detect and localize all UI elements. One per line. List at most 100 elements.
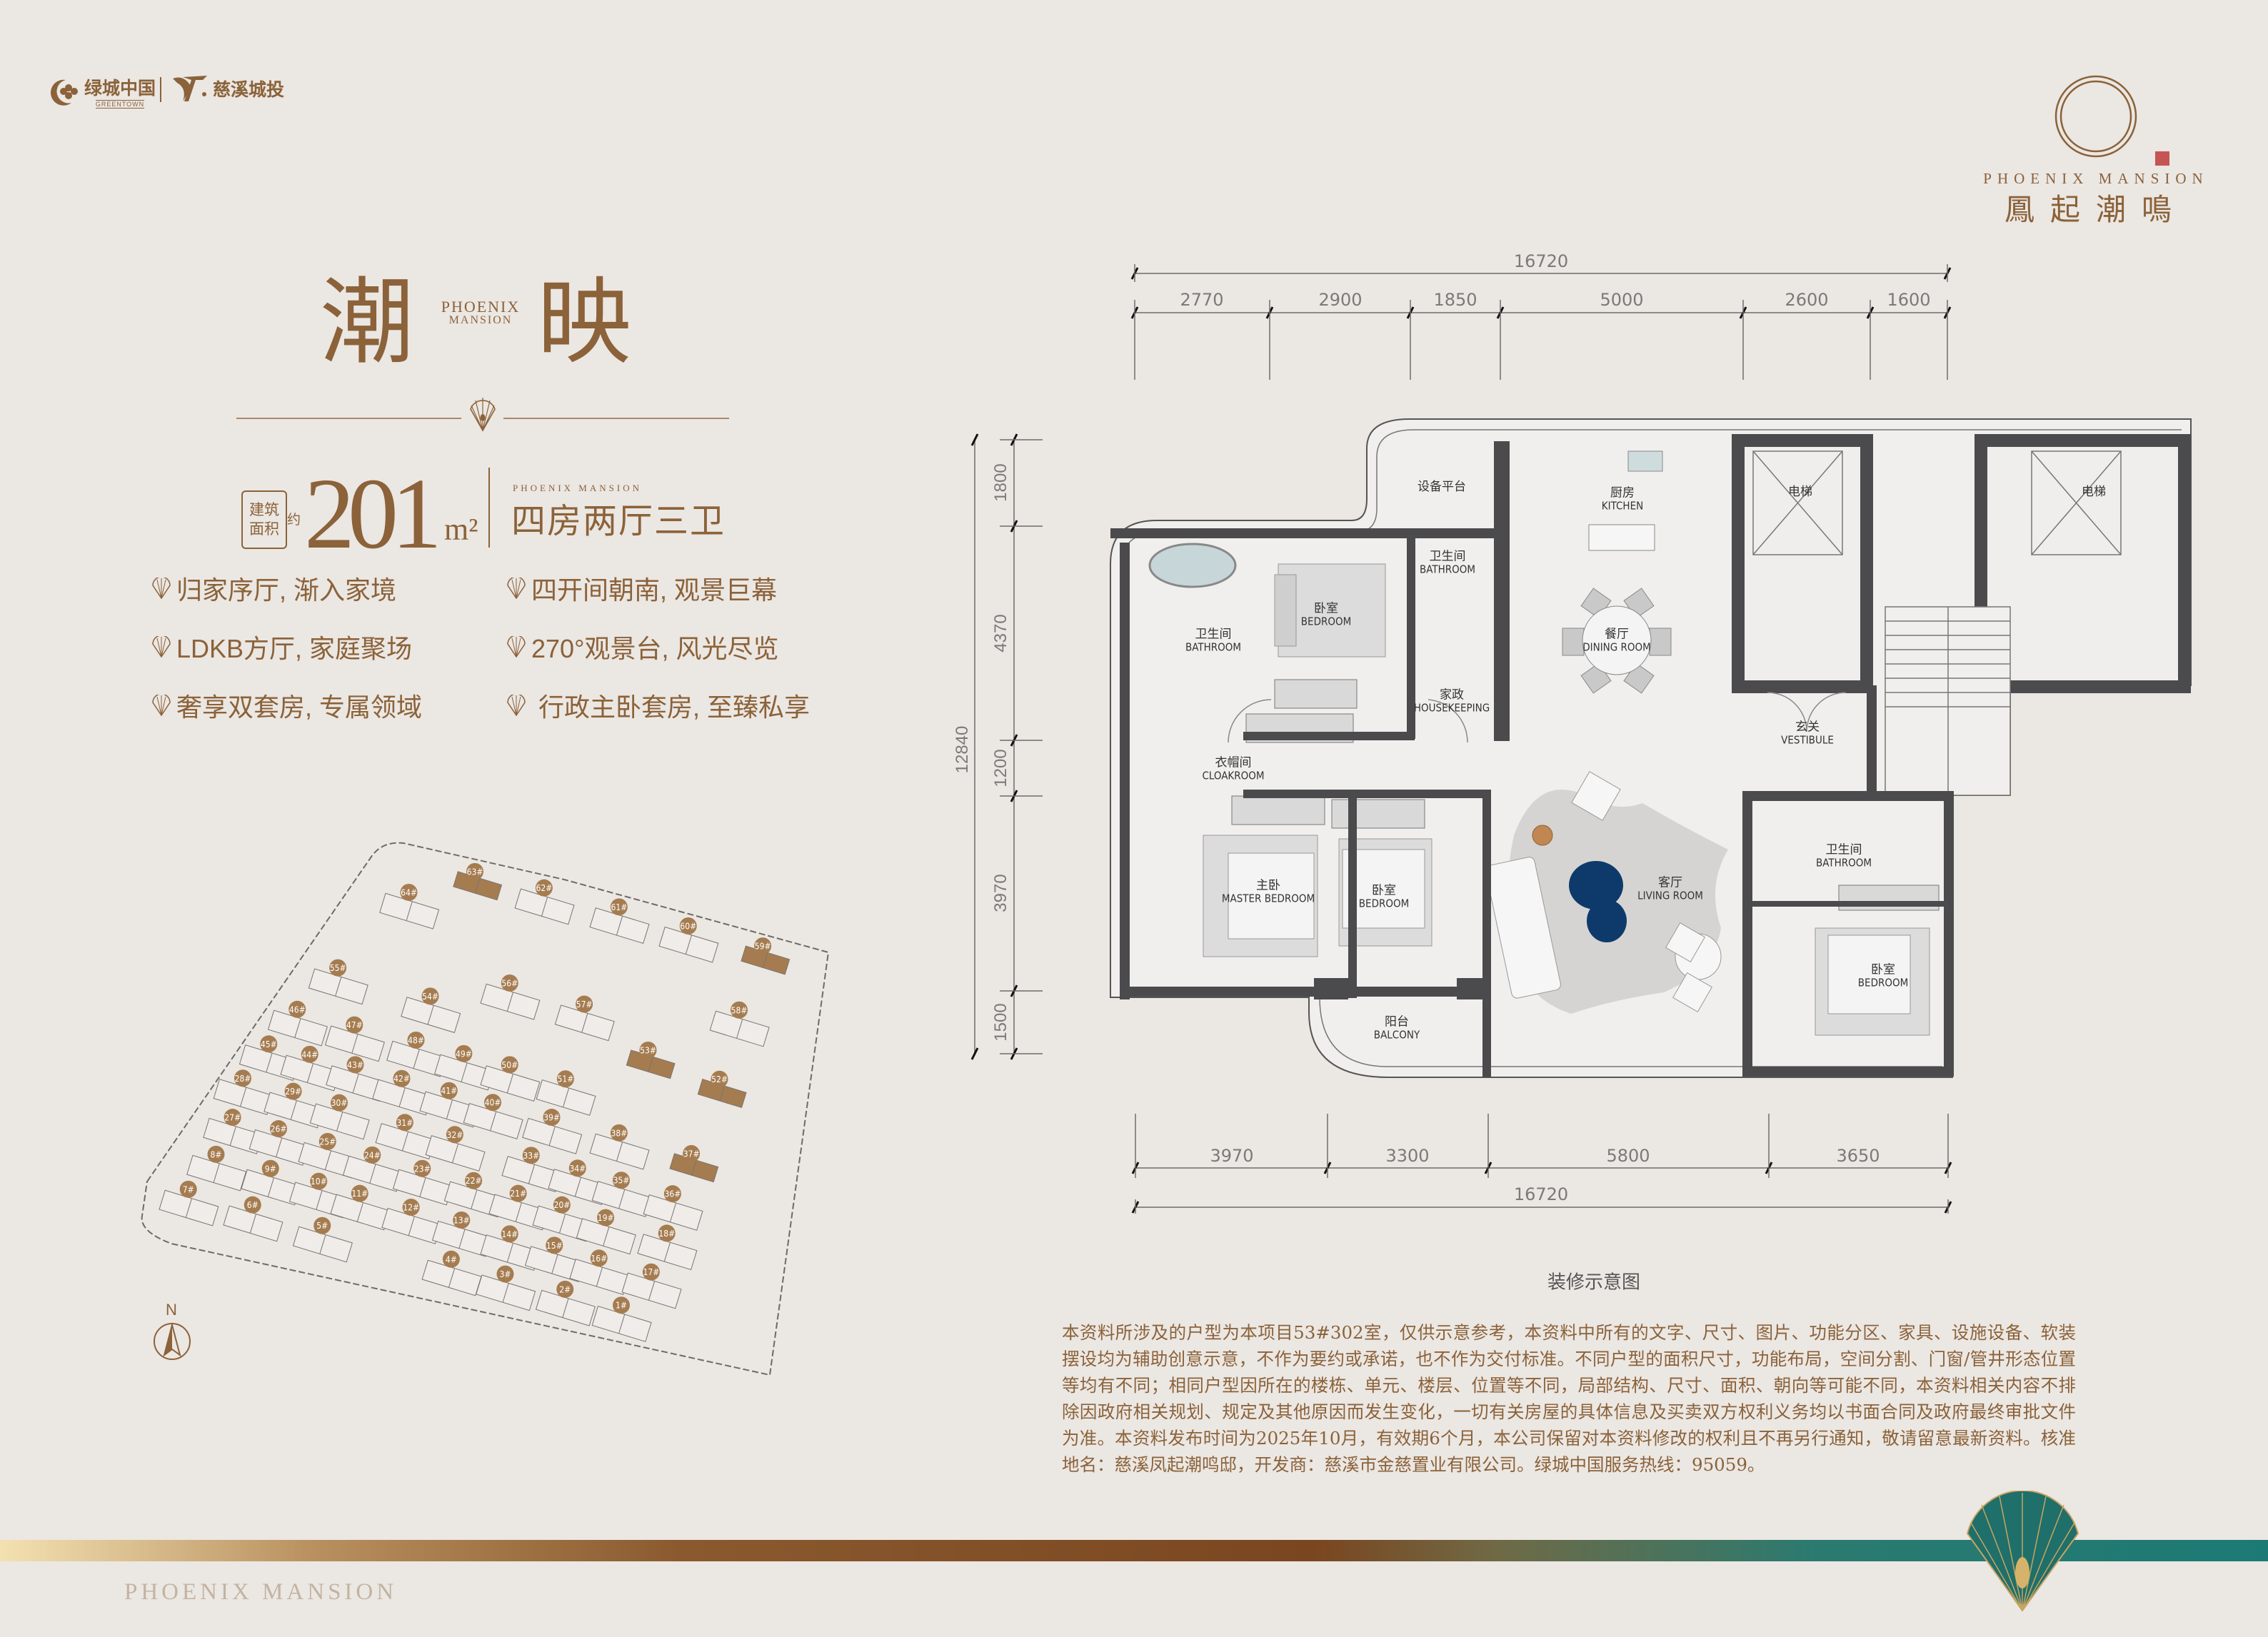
building-divider [319,1234,326,1254]
building-label-badge [556,1070,574,1088]
building-label-badge [501,974,518,992]
room-label-en: BALCONY [1373,1028,1420,1042]
dim-left: 1500 [991,1003,1010,1042]
site-building: 38# [589,1124,650,1170]
room-label-en: VESTIBULE [1781,733,1834,747]
building-divider [618,1189,626,1209]
dim-top: 1850 [1433,290,1477,310]
room-label-en: BATHROOM [1816,856,1872,870]
room-label-en: DINING ROOM [1582,640,1651,654]
site-building: 34# [548,1159,608,1205]
building-divider [369,1164,376,1184]
room-label-cn: 卧室 [1871,962,1895,977]
building-label: 31# [396,1118,413,1128]
building-label-badge [329,959,347,977]
building-divider [596,1267,603,1287]
building-divider [406,901,413,921]
site-building: 1# [591,1296,652,1342]
building-divider [562,1298,569,1318]
building-label: 53# [640,1045,656,1055]
building-label: 37# [683,1149,700,1159]
building-label: 34# [569,1164,586,1174]
building-label: 44# [301,1049,318,1059]
building-label: 10# [311,1177,327,1187]
building-label-badge [613,1172,630,1189]
fan-ornament-icon [470,398,496,432]
building-label-badge [711,1070,728,1088]
fan-bullet-icon [152,578,171,599]
site-building: 62# [514,879,575,925]
features-list: 归家序厅, 渐入家境 四开间朝南, 观景巨幕 LDKB方厅, 家庭聚场 270°… [152,570,831,724]
building-label-badge [610,898,628,916]
building-divider [294,1018,301,1038]
building-label-badge [484,1094,501,1112]
building-label: 50# [501,1060,518,1070]
building-label: 18# [658,1229,675,1239]
building-divider [551,1254,558,1274]
fan-bullet-icon [507,636,526,658]
dim-top: 2900 [1318,290,1363,310]
building-divider [548,1126,556,1146]
room-label-en: BATHROOM [1185,640,1241,654]
building-label: 14# [501,1229,518,1239]
building-divider [763,952,768,968]
building-divider [356,1202,363,1222]
building-label-badge [301,1045,318,1063]
building-label: 40# [485,1098,501,1108]
area-unit: m² [444,512,478,547]
ottoman-blue [1569,861,1623,910]
area-label-box: 建筑 面积 [241,490,287,549]
building-label-badge [509,1184,527,1202]
site-building: 22# [443,1172,504,1218]
living-rug [1508,790,1728,1014]
greentown-logo-cn: 绿城中国 [84,79,156,99]
building-label-badge [501,1225,518,1243]
building-label-badge [683,1144,701,1162]
building-label: 45# [261,1039,277,1049]
site-building: 27# [203,1109,264,1154]
room-label-cn: 电梯 [2082,485,2106,499]
room-label-cn: 卧室 [1372,883,1396,897]
building-label: 4# [446,1254,457,1264]
site-building: 37# [669,1144,719,1183]
room-label-cn: 设备平台 [1418,480,1466,494]
building-divider [648,1057,653,1072]
site-building: 16# [569,1249,630,1295]
fan-bullet-icon [152,636,171,658]
room-label-cn: 卫生间 [1429,549,1466,563]
feature-item: 行政主卧套房, 至臻私享 [507,687,836,724]
building-divider [398,1087,406,1107]
title-divider-right [503,418,729,419]
building-label-badge [261,1159,279,1177]
unit-name-sub-1: PHOENIX [441,298,521,316]
building-label: 57# [576,999,593,1009]
building-divider [461,1062,468,1082]
building-label: 55# [330,963,346,973]
building-divider [240,1087,247,1107]
building-label: 63# [467,867,483,877]
bathtub [1148,543,1237,588]
site-building: 31# [375,1114,436,1159]
building-label: 48# [408,1035,424,1045]
feature-item: 奢享双套房, 专属领域 [152,687,507,724]
staircase [1885,606,2011,796]
dimension-tick [970,1047,979,1060]
site-building: 58# [709,1001,770,1047]
room-equipment-platform: 设备平台 [1418,480,1466,494]
unit-name-char-1: 潮 [320,268,414,378]
building-divider [618,1314,626,1334]
building-label-badge [284,1082,302,1100]
building-label: 6# [247,1200,259,1210]
sofa [1485,857,1561,999]
layout-cn: 四房两厅三卫 [511,503,726,540]
building-divider [336,1112,343,1132]
kitchen-sink [1627,450,1663,472]
feature-text: LDKB方厅, 家庭聚场 [176,634,413,663]
room-label-en: MASTER BEDROOM [1221,892,1315,905]
building-label-badge [496,1265,514,1283]
room-label-cn: 餐厅 [1604,627,1629,641]
